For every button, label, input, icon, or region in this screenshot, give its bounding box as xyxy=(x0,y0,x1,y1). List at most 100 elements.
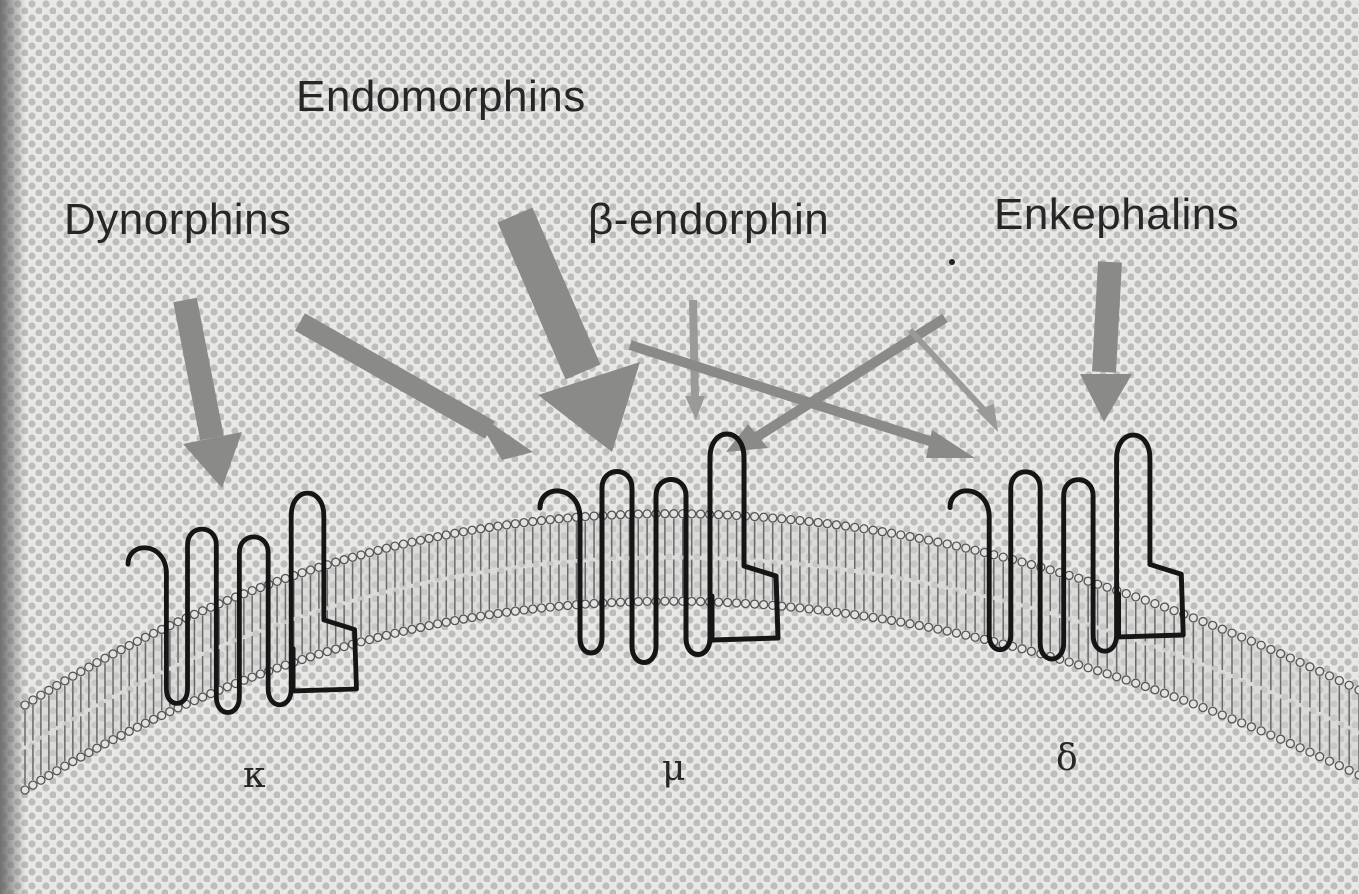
lipid-head xyxy=(915,621,923,629)
lipid-head xyxy=(564,601,572,609)
lipid-head xyxy=(1257,727,1265,735)
lipid-head xyxy=(451,529,459,537)
lipid-head xyxy=(842,522,850,530)
lipid-head xyxy=(643,510,651,518)
lipid-head xyxy=(851,611,859,619)
lipid-head xyxy=(546,603,554,611)
lipid-head xyxy=(1141,596,1149,604)
lipid-head xyxy=(29,696,37,704)
lipid-head xyxy=(860,525,868,533)
lipid-head xyxy=(1247,637,1255,645)
lipid-head xyxy=(1238,719,1246,727)
lipid-head xyxy=(1103,670,1111,678)
lipid-head xyxy=(529,518,537,526)
lipid-head xyxy=(365,549,373,557)
lipid-head xyxy=(952,542,960,550)
lipid-head xyxy=(357,551,365,559)
lipid-head xyxy=(697,510,705,518)
lipid-head xyxy=(101,740,109,748)
lipid-head xyxy=(425,622,433,630)
lipid-head xyxy=(520,606,528,614)
lipid-head xyxy=(878,528,886,536)
lipid-head xyxy=(1286,654,1294,662)
receptor-label-kappa: κ xyxy=(243,755,266,796)
receptor-label-mu: μ xyxy=(662,748,686,789)
lipid-head xyxy=(842,609,850,617)
lipid-head xyxy=(906,533,914,541)
lipid-head xyxy=(45,771,53,779)
lipid-head xyxy=(1218,711,1226,719)
lipid-head xyxy=(888,616,896,624)
lipid-head xyxy=(1151,686,1159,694)
lipid-head xyxy=(1306,748,1314,756)
lipid-head xyxy=(1335,762,1343,770)
lipid-head xyxy=(697,598,705,606)
lipid-head xyxy=(760,601,768,609)
lipid-head xyxy=(357,638,365,646)
lipid-head xyxy=(61,762,69,770)
lipid-head xyxy=(617,511,625,519)
lipid-head xyxy=(851,523,859,531)
lipid-head xyxy=(590,512,598,520)
lipid-head xyxy=(1325,757,1333,765)
lipid-head xyxy=(141,633,149,641)
lipid-head xyxy=(715,511,723,519)
lipid-head xyxy=(69,758,77,766)
lipid-head xyxy=(1296,658,1304,666)
lipid-head xyxy=(1027,561,1035,569)
lipid-head xyxy=(814,519,822,527)
lipid-head xyxy=(769,514,777,522)
lipid-head xyxy=(332,645,340,653)
lipid-head xyxy=(537,517,545,525)
lipid-head xyxy=(494,522,502,530)
lipid-head xyxy=(477,612,485,620)
lipid-head xyxy=(340,643,348,651)
lipid-head xyxy=(634,598,642,606)
lipid-head xyxy=(1277,735,1285,743)
lipid-head xyxy=(323,648,331,656)
lipid-head xyxy=(925,536,933,544)
receptor-label-delta: δ xyxy=(1056,738,1078,779)
lipid-head xyxy=(943,627,951,635)
lipid-head xyxy=(248,587,256,595)
lipid-head xyxy=(158,711,166,719)
page-edge-shadow xyxy=(0,0,26,894)
lipid-head xyxy=(37,776,45,784)
lipid-head xyxy=(141,719,149,727)
lipid-head xyxy=(1103,583,1111,591)
lipid-head xyxy=(971,633,979,641)
lipid-head xyxy=(1296,744,1304,752)
lipid-head xyxy=(494,609,502,617)
lipid-head xyxy=(546,516,554,524)
lipid-head xyxy=(1075,661,1083,669)
lipid-head xyxy=(1218,625,1226,633)
lipid-head xyxy=(1199,704,1207,712)
lipid-head xyxy=(1170,607,1178,615)
lipid-head xyxy=(1027,647,1035,655)
lipid-head xyxy=(468,614,476,622)
lipid-head xyxy=(529,605,537,613)
lipid-head xyxy=(1335,677,1343,685)
lipid-head xyxy=(391,542,399,550)
lipid-head xyxy=(174,618,182,626)
lipid-head xyxy=(442,531,450,539)
lipid-head xyxy=(733,511,741,519)
lipid-head xyxy=(1228,715,1236,723)
lipid-head xyxy=(1180,696,1188,704)
lipid-head xyxy=(1209,707,1217,715)
lipid-head xyxy=(109,736,117,744)
lipid-head xyxy=(971,546,979,554)
lipid-head xyxy=(661,597,669,605)
lipid-head xyxy=(133,637,141,645)
lipid-head xyxy=(53,767,61,775)
lipid-head xyxy=(906,620,914,628)
lipid-head xyxy=(564,514,572,522)
lipid-head xyxy=(934,538,942,546)
lipid-head xyxy=(1257,641,1265,649)
lipid-head xyxy=(1075,574,1083,582)
lipid-head xyxy=(1046,566,1054,574)
lipid-head xyxy=(1355,686,1359,694)
lipid-head xyxy=(382,631,390,639)
lipid-head xyxy=(408,538,416,546)
lipid-head xyxy=(555,602,563,610)
